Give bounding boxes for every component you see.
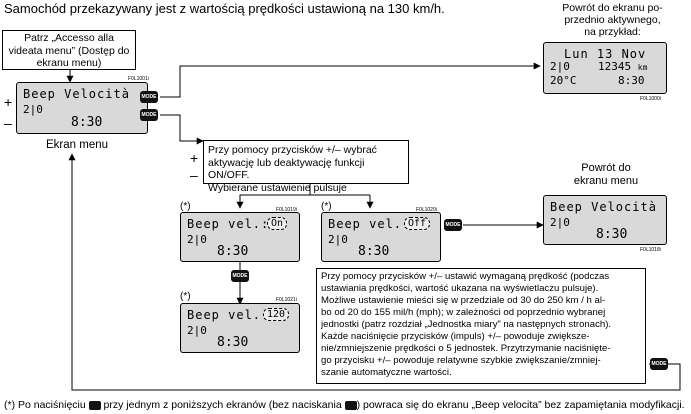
arrow-to-onoff-step	[160, 114, 204, 145]
minus-sign: –	[4, 115, 12, 131]
lcd-off-screen: Beep vel.: Off 2|0 8:30	[321, 212, 441, 262]
blinking-value: 120	[263, 308, 290, 321]
note-previous-screen: Powrót do ekranu po-przednio aktywnego,n…	[562, 2, 663, 38]
mode-button[interactable]: MODE	[444, 219, 462, 231]
blinking-value: Off	[404, 217, 431, 230]
mode-button[interactable]: MODE	[140, 91, 158, 103]
blinking-value: On	[267, 217, 288, 230]
mode-button[interactable]: MODE	[650, 358, 668, 370]
mode-button-hold[interactable]: MODE	[140, 109, 158, 121]
mode-button-hold[interactable]: MODE	[231, 270, 249, 282]
plus-sign: +	[4, 94, 13, 110]
asterisk-note: (*)	[180, 201, 191, 212]
lcd-menu-screen: Beep Velocità 2|0 8:30	[16, 82, 148, 134]
mode-button-icon	[344, 400, 357, 410]
asterisk-note: (*)	[321, 201, 332, 212]
lcd-menu-return-screen: Beep Velocità 2|0 8:30	[543, 195, 667, 245]
figure-code: F0L1019i	[276, 207, 297, 213]
arrow-to-previous-screen	[160, 62, 541, 98]
asterisk-note: (*)	[180, 291, 191, 302]
footer-note: (*) Po naciśnięciu przy jednym z poniższ…	[4, 399, 685, 411]
lcd-on-screen: Beep vel.: On 2|0 8:30	[180, 212, 300, 262]
arrow-return-to-menu	[68, 153, 681, 391]
minus-sign: –	[190, 167, 198, 183]
figure-code: F0L1021i	[276, 297, 297, 303]
plus-sign: +	[190, 150, 199, 166]
figure-code: F0L1001i	[128, 76, 149, 82]
figure-code: F0L1000i	[640, 96, 661, 102]
step-speed-instructions: Przy pomocy przycisków +/– ustawić wymag…	[316, 268, 646, 384]
figure-code: F0L1020i	[416, 207, 437, 213]
header-text: Samochód przekazywany jest z wartością p…	[4, 1, 445, 16]
arrow-step1-down	[236, 184, 311, 209]
mode-button-icon	[88, 400, 101, 410]
menu-caption: Ekran menu	[46, 139, 109, 151]
figure-code: F0L1018i	[640, 247, 661, 253]
lcd-speed-screen: Beep vel.: 120 2|0 8:30	[180, 303, 300, 353]
lcd-date-screen: Lun 13 Nov 2|0 12345 km 20°C 8:30	[543, 42, 667, 94]
